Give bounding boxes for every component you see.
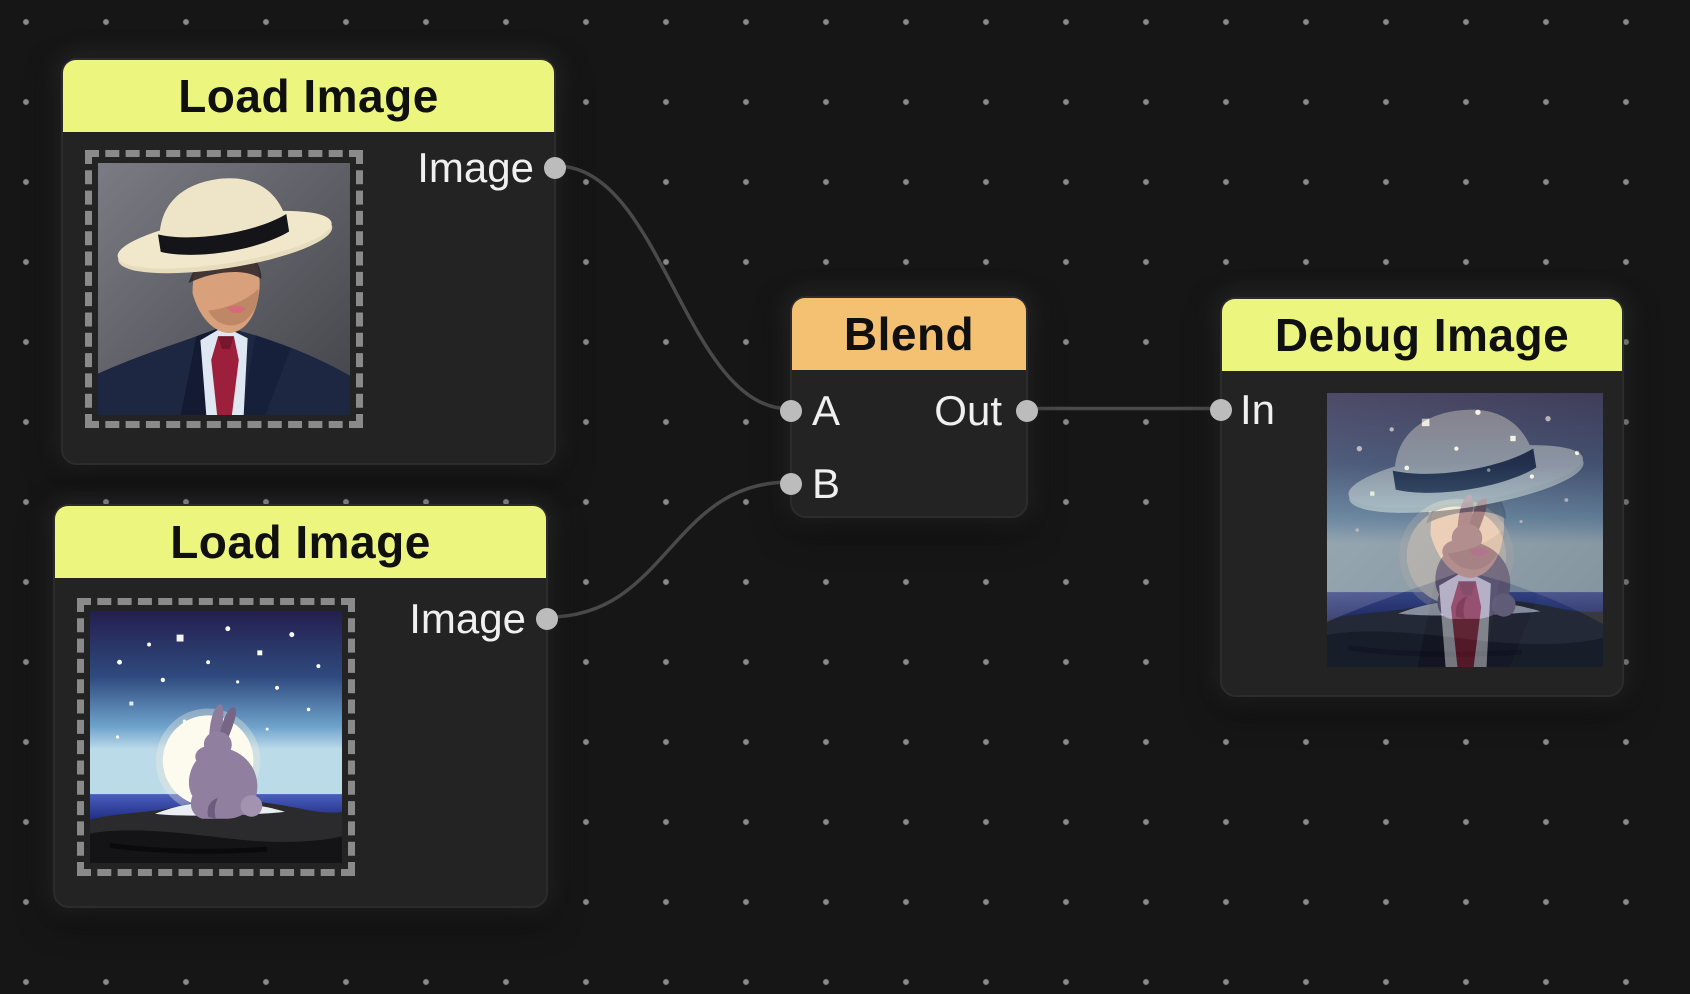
debug-image-preview (1327, 393, 1603, 667)
loaded-image-thumbnail-man[interactable] (85, 150, 363, 428)
loaded-image-thumbnail-rabbit[interactable] (77, 598, 355, 876)
input-label-in: In (1240, 386, 1276, 433)
input-port-in[interactable] (1210, 399, 1232, 421)
node-load-image-top[interactable]: Load Image Image (61, 58, 566, 465)
node-load-image-bottom-header: Load Image (55, 506, 546, 578)
wire-loadbottom-image-to-blend-b (546, 480, 792, 619)
node-title: Load Image (170, 516, 431, 568)
node-load-image-bottom[interactable]: Load Image Image (53, 504, 558, 908)
output-label-image: Image (409, 595, 526, 642)
output-port-image[interactable] (544, 157, 566, 179)
input-port-b[interactable] (780, 473, 802, 495)
input-label-a: A (812, 387, 841, 434)
node-title: Load Image (178, 70, 439, 122)
wire-loadtop-image-to-blend-a (554, 164, 792, 411)
node-load-image-top-header: Load Image (63, 60, 554, 132)
node-blend-header: Blend (792, 298, 1026, 370)
rabbit-moon-image (90, 611, 342, 863)
output-port-out[interactable] (1016, 400, 1038, 422)
blend-overlay-rabbit-image (1327, 393, 1603, 667)
node-debug-image-header: Debug Image (1222, 299, 1622, 371)
node-title: Debug Image (1274, 309, 1570, 361)
node-title: Blend (843, 308, 975, 360)
input-label-b: B (812, 460, 841, 507)
input-port-a[interactable] (780, 400, 802, 422)
node-debug-image[interactable]: Debug Image In (1210, 297, 1624, 697)
node-blend[interactable]: Blend A Out B (780, 296, 1038, 518)
man-in-hat-image (98, 163, 350, 415)
output-label-image: Image (417, 144, 534, 191)
output-label-out: Out (934, 387, 1002, 434)
output-port-image[interactable] (536, 608, 558, 630)
